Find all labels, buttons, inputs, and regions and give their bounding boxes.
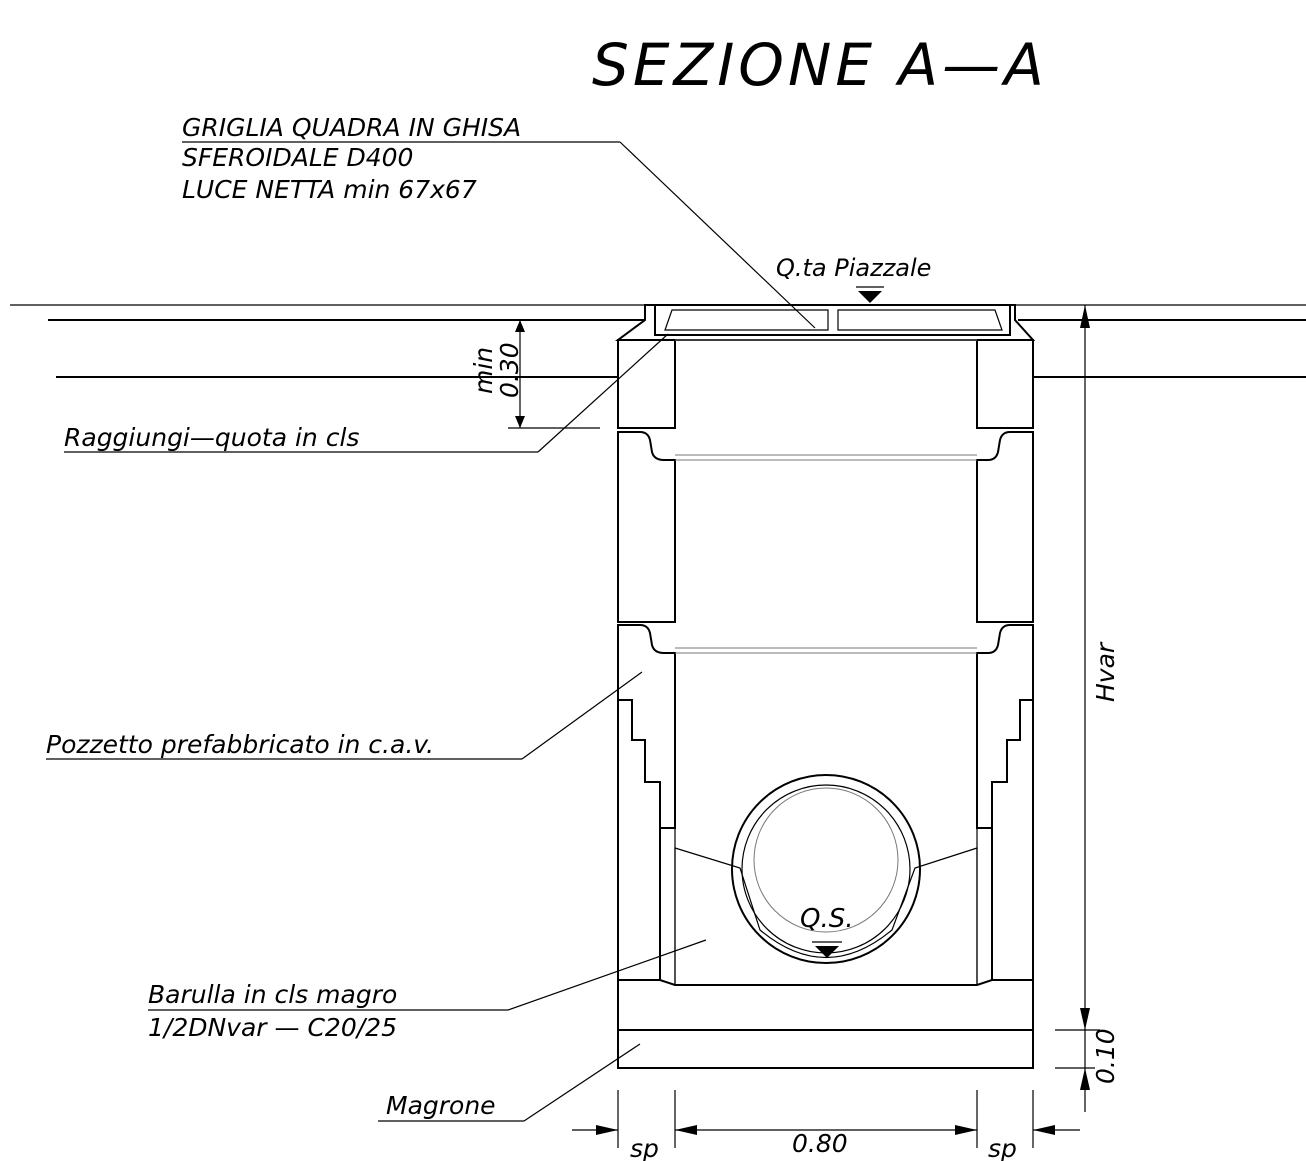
lean-concrete-label: Magrone: [386, 1091, 496, 1120]
bottom-dimensions: sp 0.80 sp: [572, 1090, 1080, 1161]
grate-label-line3: LUCE NETTA min 67x67: [182, 175, 477, 204]
invert-level-label: Q.S.: [800, 904, 854, 934]
riser-callout: Raggiungi—quota in cls: [64, 333, 669, 453]
min-cover-label: min: [469, 347, 498, 394]
grate-label-line2: SFEROIDALE D400: [182, 143, 413, 172]
bedding-callout: Barulla in cls magro 1/2DNvar — C20/25: [148, 939, 707, 1042]
lean-concrete-layer: [617, 1029, 1034, 1069]
ground-lines: [10, 304, 1306, 378]
base-thickness-dimension: 0.10: [1055, 1028, 1120, 1112]
left-wall-label: sp: [630, 1134, 659, 1161]
pipe: [731, 774, 921, 964]
invert-level-marker: Q.S.: [800, 904, 854, 958]
min-cover-dimension: min 0.30: [469, 319, 600, 429]
right-wall-label: sp: [988, 1134, 1017, 1161]
base-slab: [617, 979, 1034, 1031]
precast-well-label: Pozzetto prefabbricato in c.a.v.: [46, 730, 434, 759]
bedding-label-line2: 1/2DNvar — C20/25: [148, 1013, 397, 1042]
concrete-bedding: [674, 847, 978, 986]
height-label: Hvar: [1091, 641, 1120, 702]
inner-width-label: 0.80: [792, 1129, 848, 1158]
precast-ring-upper: [617, 431, 1034, 623]
precast-well-callout: Pozzetto prefabbricato in c.a.v.: [46, 671, 643, 760]
lean-concrete-callout: Magrone: [378, 1043, 641, 1122]
ground-level-marker: Q.ta Piazzale: [776, 254, 931, 303]
ground-level-label: Q.ta Piazzale: [776, 254, 931, 282]
bedding-label-line1: Barulla in cls magro: [148, 980, 397, 1009]
min-cover-value: 0.30: [495, 342, 524, 398]
riser-label: Raggiungi—quota in cls: [64, 423, 359, 452]
section-title: SEZIONE A—A: [592, 31, 1048, 99]
base-thickness-label: 0.10: [1091, 1028, 1120, 1084]
grate-callout: GRIGLIA QUADRA IN GHISA SFEROIDALE D400 …: [182, 113, 816, 329]
height-dimension: Hvar: [1075, 305, 1120, 1031]
riser-ring: [617, 339, 1034, 429]
cast-iron-grate: [614, 304, 1036, 341]
grate-label-line1: GRIGLIA QUADRA IN GHISA: [182, 113, 521, 142]
